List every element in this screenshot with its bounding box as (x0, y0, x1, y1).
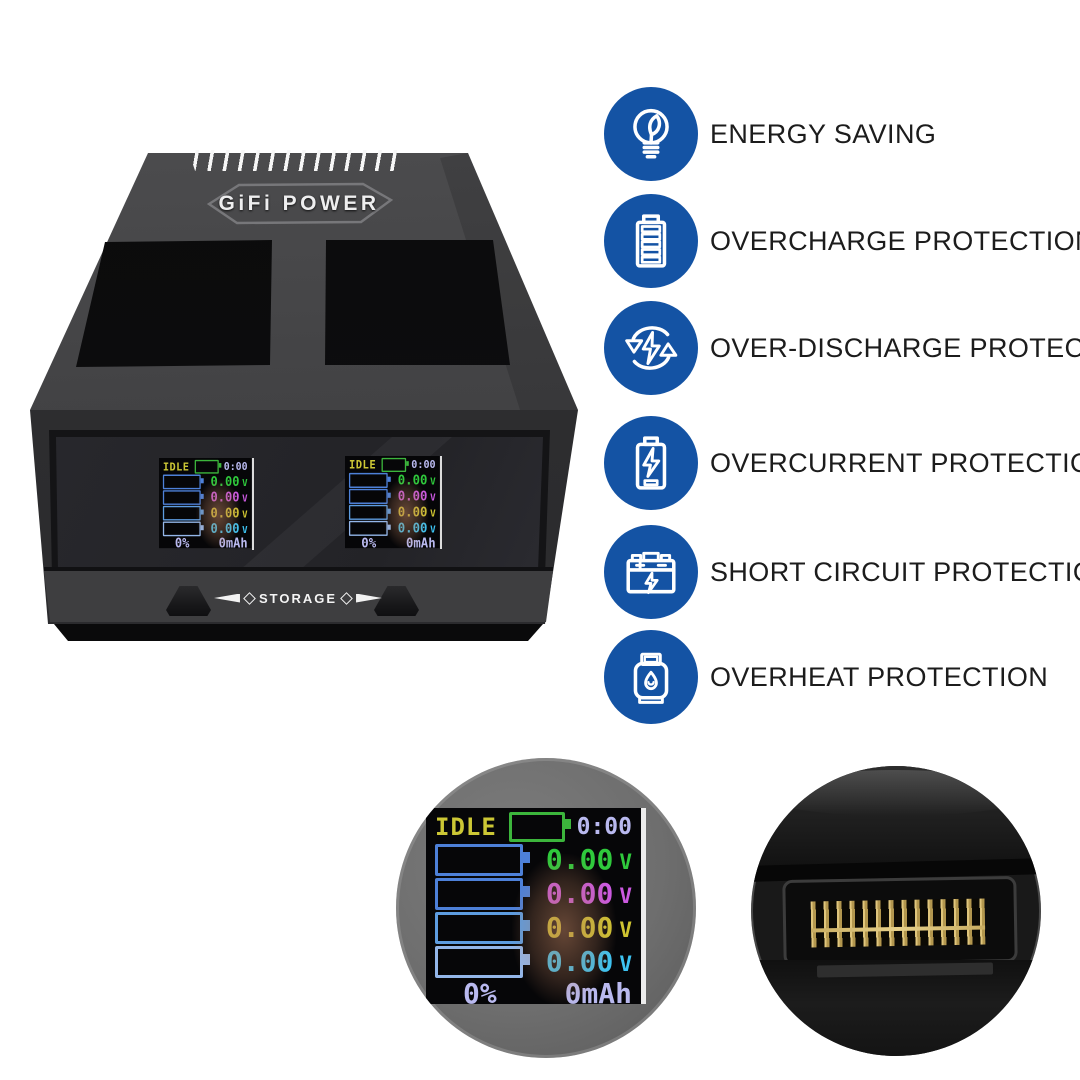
charge-percent: 0% (361, 535, 377, 549)
charge-percent: 0% (174, 535, 190, 549)
lcd-timer: 0:00 (411, 458, 436, 472)
lcd-display-right: IDLE 0:00 0.00V 0.00V 0.00V 0.00V 0% 0mA… (345, 456, 442, 549)
lcd-status-text: IDLE (162, 460, 190, 474)
feature-row-energy-saving: ENERGY SAVING (604, 87, 936, 181)
feature-row-short-circuit: SHORT CIRCUIT PROTECTION (604, 525, 1080, 619)
battery-full-icon (604, 194, 698, 288)
arrow-left-icon (214, 593, 240, 603)
feature-label: OVERHEAT PROTECTION (710, 661, 1049, 692)
brand-plate-outline (206, 182, 394, 225)
feature-row-overcurrent: OVERCURRENT PROTECTION (604, 416, 1080, 510)
diamond-icon (340, 591, 353, 605)
cell-battery-icon (435, 911, 530, 944)
feature-row-overheat: OVERHEAT PROTECTION (604, 630, 1048, 724)
storage-label-row: STORAGE (214, 590, 382, 606)
battery-bolt-icon (604, 416, 698, 510)
charge-percent: 0% (463, 976, 497, 1005)
battery-gauge-icon (381, 457, 409, 472)
feature-row-overcharge: OVERCHARGE PROTECTION (604, 194, 1080, 288)
feature-row-over-discharge: OVER-DISCHARGE PROTECTION (604, 301, 1080, 395)
gold-connector-pins (810, 898, 986, 948)
car-battery-bolt-icon (604, 525, 698, 619)
finger-reflection-layer (512, 854, 616, 1004)
lcd-closeup-circle: IDLE 0:00 0.00V 0.00V 0.00V 0.00V 0% 0mA… (396, 758, 696, 1058)
cell-battery-icon (435, 877, 530, 910)
rim-highlight-layer (757, 770, 1035, 816)
battery-edge-layer (751, 766, 1041, 866)
battery-gauge-icon (194, 459, 222, 474)
brand-logo: GiFi POWER (218, 192, 380, 215)
lcd-timer: 0:00 (223, 460, 248, 473)
feature-label: ENERGY SAVING (710, 118, 937, 149)
cell-battery-icon (435, 843, 530, 876)
cycle-bolt-icon (604, 301, 698, 395)
arrow-right-icon (356, 593, 382, 603)
gas-tank-flame-icon (604, 630, 698, 724)
lcd-status-text: IDLE (348, 458, 377, 472)
vent-slots (188, 150, 402, 171)
lcd-display-closeup: IDLE 0:00 0.00V 0.00V 0.00V 0.00V 0% 0mA… (426, 808, 646, 1004)
lcd-display-left: IDLE 0:00 0.00V 0.00V 0.00V 0.00V 0% 0mA… (159, 458, 254, 550)
lightbulb-leaf-icon (604, 87, 698, 181)
feature-label: OVERCURRENT PROTECTION (710, 447, 1080, 478)
lcd-status-text: IDLE (435, 813, 497, 841)
diamond-icon (243, 591, 256, 605)
finger-reflection-layer (195, 479, 241, 549)
storage-label: STORAGE (258, 590, 338, 606)
feature-label: SHORT CIRCUIT PROTECTION (710, 556, 1080, 587)
cell-battery-icon (435, 945, 530, 978)
finger-reflection-layer (382, 477, 429, 549)
lcd-timer: 0:00 (576, 814, 632, 840)
connector-closeup-circle (751, 766, 1041, 1056)
feature-label: OVER-DISCHARGE PROTECTION (710, 332, 1080, 363)
feature-label: OVERCHARGE PROTECTION (710, 225, 1080, 256)
battery-gauge-icon (508, 812, 571, 842)
